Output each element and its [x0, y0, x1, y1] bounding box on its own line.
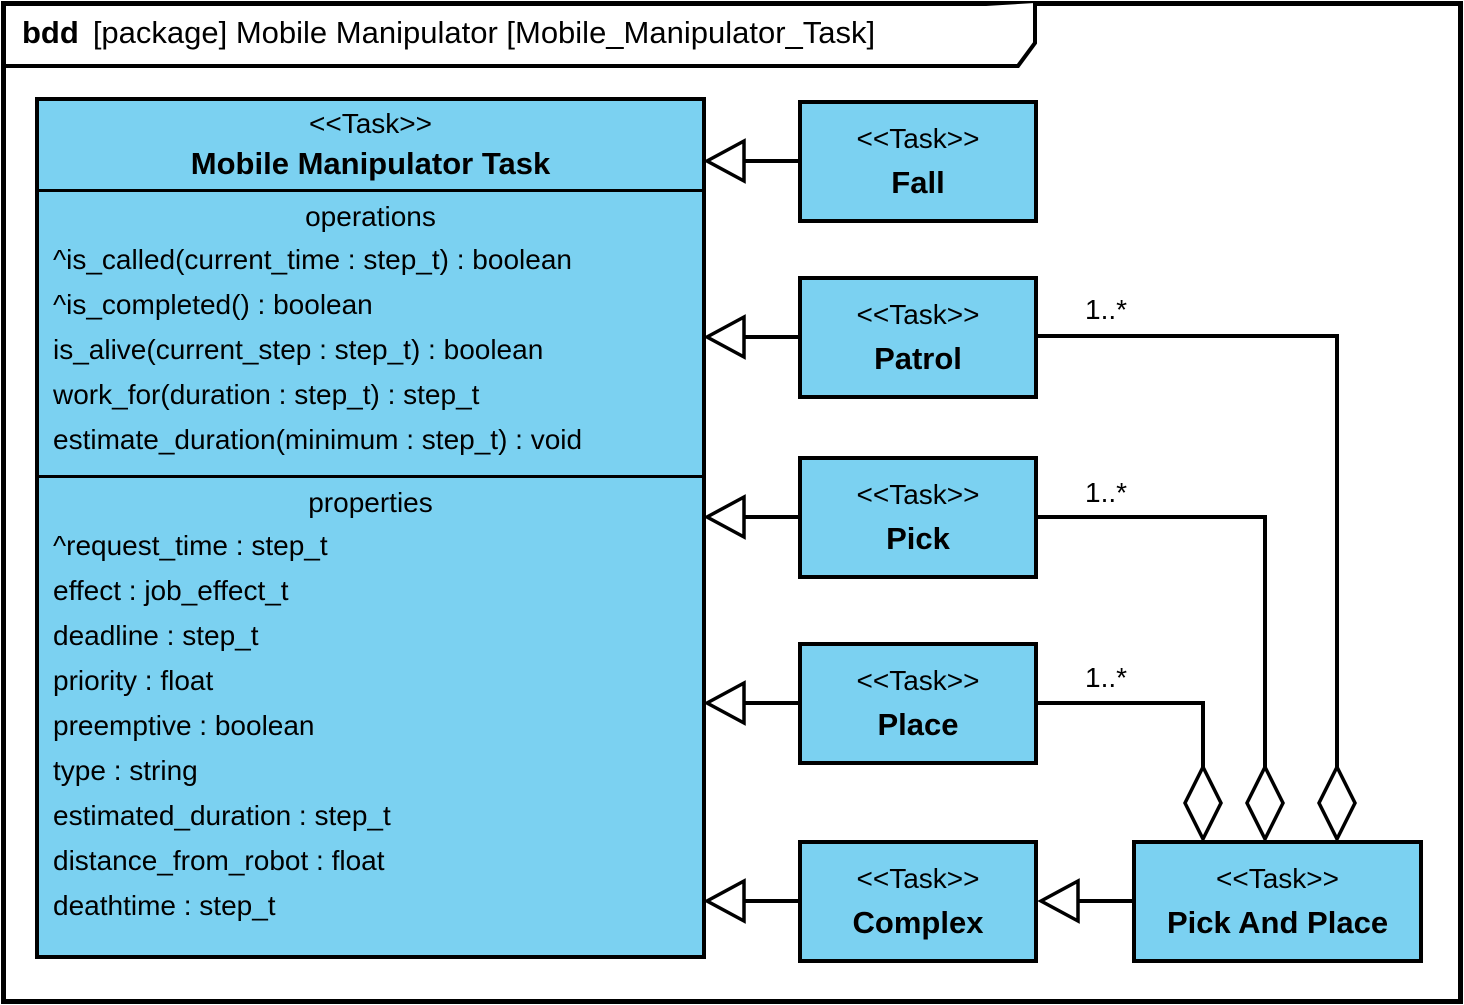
class-place: <<Task>> Place — [798, 642, 1038, 765]
multiplicity-pick: 1..* — [1085, 477, 1128, 508]
diagram-title: bdd [package] Mobile Manipulator [Mobile… — [22, 0, 875, 66]
class-header: <<Task>> Mobile Manipulator Task — [39, 101, 702, 189]
property-item: deathtime : step_t — [53, 890, 276, 921]
operation-item: is_alive(current_step : step_t) : boolea… — [53, 334, 544, 365]
class-name: Patrol — [874, 340, 962, 376]
properties-compartment: properties ^request_time : step_t effect… — [39, 475, 702, 955]
property-item: estimated_duration : step_t — [53, 800, 391, 831]
generalization-fall — [703, 138, 798, 184]
multiplicity-place: 1..* — [1085, 662, 1128, 693]
generalization-complex — [703, 878, 798, 924]
class-name: Fall — [891, 164, 945, 200]
class-stereotype: <<Task>> — [309, 108, 432, 139]
aggregation-pick — [1038, 515, 1285, 843]
aggregation-patrol — [1038, 334, 1357, 843]
class-name: Pick — [886, 520, 950, 556]
generalization-place — [703, 680, 798, 726]
operation-item: ^is_completed() : boolean — [53, 289, 373, 320]
class-name: Pick And Place — [1166, 904, 1389, 940]
diagram-title-text: [package] Mobile Manipulator [Mobile_Man… — [92, 15, 876, 50]
generalization-pick-and-place — [1037, 878, 1132, 924]
properties-label: properties — [308, 487, 433, 518]
class-stereotype: <<Task>> — [856, 664, 980, 696]
class-complex: <<Task>> Complex — [798, 840, 1038, 963]
operation-item: work_for(duration : step_t) : step_t — [53, 379, 480, 410]
aggregation-diamond-patrol — [1317, 763, 1357, 843]
title-tab — [3, 3, 1037, 68]
generalization-pick — [703, 494, 798, 540]
property-item: priority : float — [53, 665, 214, 696]
property-item: type : string — [53, 755, 198, 786]
class-stereotype: <<Task>> — [856, 862, 980, 894]
multiplicity-patrol: 1..* — [1085, 294, 1128, 325]
class-stereotype: <<Task>> — [1216, 862, 1339, 894]
class-stereotype: <<Task>> — [856, 122, 980, 154]
class-name: Mobile Manipulator Task — [190, 146, 551, 181]
operations-compartment: operations ^is_called(current_time : ste… — [39, 189, 702, 475]
class-stereotype: <<Task>> — [856, 478, 980, 510]
class-pick: <<Task>> Pick — [798, 456, 1038, 579]
property-item: deadline : step_t — [53, 620, 259, 651]
class-name: Complex — [852, 904, 984, 940]
class-mobile-manipulator-task: <<Task>> Mobile Manipulator Task operati… — [35, 97, 706, 959]
aggregation-diamond-place — [1183, 763, 1223, 843]
class-pick-and-place: <<Task>> Pick And Place — [1132, 840, 1423, 963]
class-name: Place — [877, 706, 959, 742]
operation-item: ^is_called(current_time : step_t) : bool… — [53, 244, 572, 275]
property-item: distance_from_robot : float — [53, 845, 385, 876]
property-item: effect : job_effect_t — [53, 575, 289, 606]
class-stereotype: <<Task>> — [856, 298, 980, 330]
aggregation-place — [1038, 701, 1223, 843]
aggregation-diamond-pick — [1245, 763, 1285, 843]
property-item: preemptive : boolean — [53, 710, 315, 741]
generalization-patrol — [703, 314, 798, 360]
property-item: ^request_time : step_t — [53, 530, 328, 561]
operation-item: estimate_duration(minimum : step_t) : vo… — [53, 424, 583, 455]
diagram-kind-label: bdd — [22, 15, 79, 50]
operations-label: operations — [305, 201, 436, 232]
class-fall: <<Task>> Fall — [798, 100, 1038, 223]
class-patrol: <<Task>> Patrol — [798, 276, 1038, 399]
